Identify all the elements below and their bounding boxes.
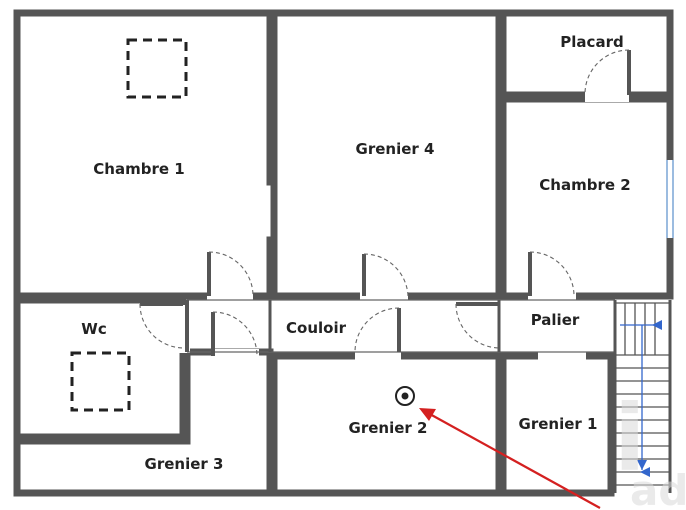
- trapdoor-wc-icon: [70, 351, 131, 412]
- label-grenier-1: Grenier 1: [519, 415, 598, 433]
- room-labels: Chambre 1 Grenier 4 Placard Chambre 2 Wc…: [81, 33, 630, 473]
- location-target-icon: [395, 386, 415, 406]
- watermark-logo-icon: i ad: [614, 385, 686, 510]
- label-palier: Palier: [531, 311, 580, 329]
- walls: [13, 9, 674, 497]
- label-couloir: Couloir: [286, 319, 347, 337]
- label-chambre-1: Chambre 1: [93, 160, 184, 178]
- svg-text:i: i: [614, 385, 646, 492]
- trapdoor-chambre-1-icon: [126, 38, 188, 99]
- room-grenier-4: [270, 9, 503, 300]
- room-chambre-1: [13, 9, 304, 300]
- doors: [139, 49, 631, 357]
- label-grenier-3: Grenier 3: [145, 455, 224, 473]
- svg-text:ad: ad: [630, 466, 686, 510]
- label-grenier-2: Grenier 2: [349, 419, 428, 437]
- room-grenier-2: [270, 352, 503, 497]
- label-wc: Wc: [81, 320, 106, 338]
- label-grenier-4: Grenier 4: [356, 140, 435, 158]
- label-chambre-2: Chambre 2: [539, 176, 630, 194]
- staircase: [613, 300, 672, 493]
- window: [666, 160, 674, 238]
- label-placard: Placard: [560, 33, 623, 51]
- room-wc: [13, 296, 187, 441]
- red-arrow-icon: [419, 408, 601, 509]
